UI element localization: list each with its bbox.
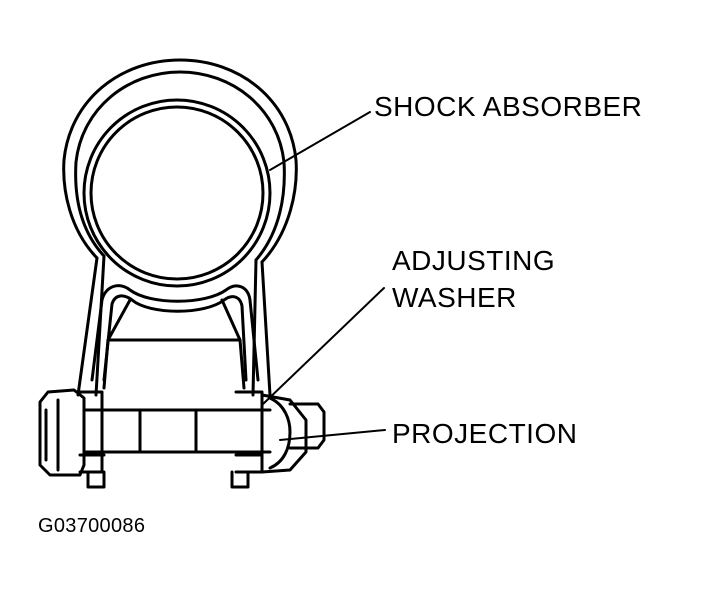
label-shock-absorber: SHOCK ABSORBER [374,91,643,122]
figure-code: G03700086 [38,515,146,537]
label-adjusting-washer-line1: ADJUSTING [392,245,556,276]
leader-shock-absorber [269,111,371,171]
label-adjusting-washer-line2: WASHER [392,282,517,313]
bolt-assembly [38,388,326,489]
leader-projection [279,429,386,441]
label-projection: PROJECTION [392,418,578,449]
bracket [76,254,272,397]
shock-absorber-eye [62,58,298,288]
leader-lines [261,111,386,441]
leader-adjusting-washer [261,287,385,406]
